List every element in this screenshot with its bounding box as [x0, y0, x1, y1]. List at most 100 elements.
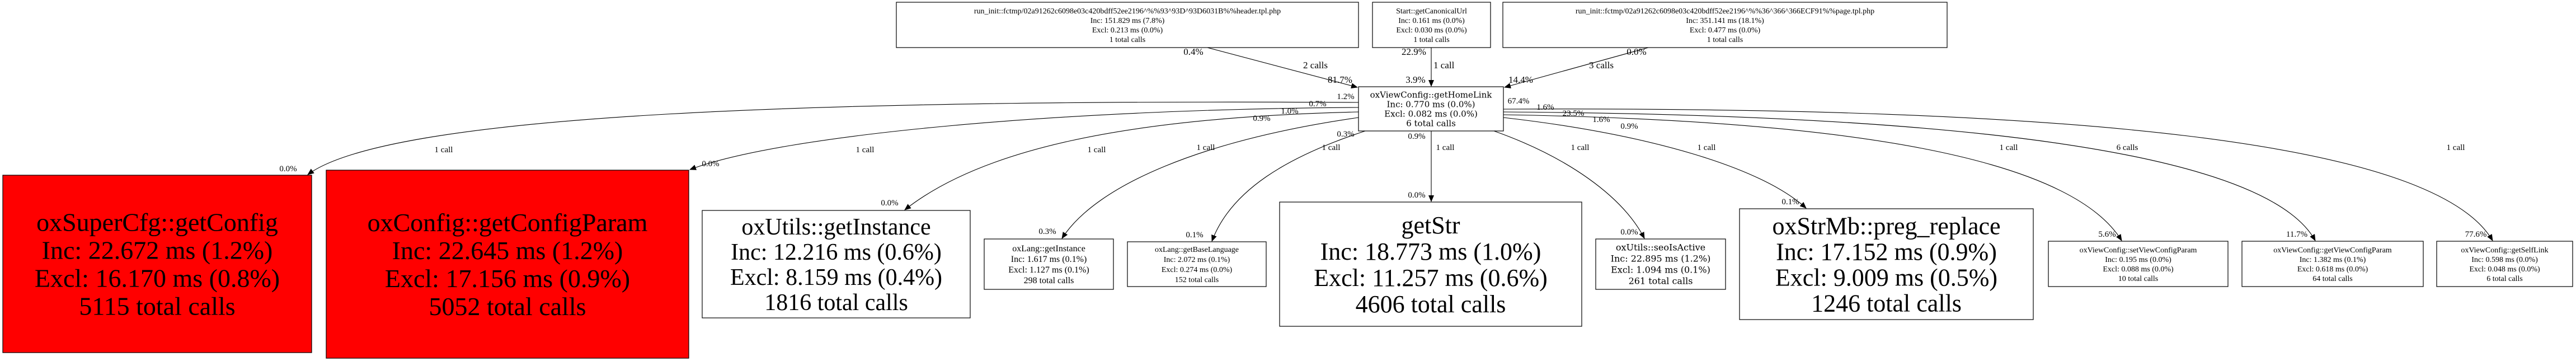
edge-call-count: 1 call	[1197, 143, 1215, 152]
edge-head-percent: 77.6%	[2465, 230, 2487, 239]
node-box	[702, 210, 971, 318]
node-box	[1502, 2, 1948, 48]
edge-homelink-to-seo	[1493, 130, 1645, 239]
node-inc: Inc: 1.617 ms (0.1%)	[1011, 255, 1087, 264]
node-box	[1279, 201, 1582, 327]
edge-arrow	[1211, 130, 1366, 242]
edge-arrow	[1503, 109, 2493, 241]
node-box	[326, 170, 689, 359]
node-name: oxViewConfig::setViewConfigParam	[2080, 246, 2197, 255]
node-box	[2, 175, 312, 353]
edge-homelink-to-supercfg	[307, 101, 1359, 175]
node-box	[2048, 241, 2229, 287]
node-inc: Inc: 12.216 ms (0.6%)	[731, 240, 942, 265]
edge-call-count: 1 call	[1698, 143, 1716, 152]
node-box	[984, 238, 1114, 290]
node-header[interactable]: run_init::fctmp/02a91262c6098e03c420bdff…	[896, 2, 1359, 48]
edge-homelink-to-utilsinst	[904, 111, 1359, 210]
edge-homelink-to-setvcp	[1503, 114, 2122, 241]
edge-arrow	[1503, 111, 2316, 241]
node-name: oxConfig::getConfigParam	[368, 208, 648, 237]
node-calls: 298 total calls	[1024, 276, 1074, 285]
edge-head-percent: 0.3%	[1038, 227, 1056, 236]
node-calls: 5052 total calls	[429, 292, 586, 321]
node-calls: 10 total calls	[2118, 275, 2159, 283]
edge-arrow	[1503, 114, 2122, 241]
edge-head-percent: 81.7%	[1328, 74, 1352, 85]
edge-head-percent: 14.4%	[1508, 74, 1533, 85]
node-calls: 6 total calls	[2486, 275, 2523, 283]
node-excl: Excl: 0.088 ms (0.0%)	[2103, 265, 2174, 274]
edge-arrow	[1504, 47, 1649, 88]
edge-head-percent: 11.7%	[2286, 230, 2307, 239]
edge-homelink-to-selflink	[1503, 109, 2493, 241]
edge-call-count: 1 call	[1433, 60, 1455, 71]
edge-tail-percent: 1.6%	[1592, 115, 1610, 124]
edge-labels-homelink-to-setvcp: 1 call 1.6% 5.6%	[1536, 103, 2116, 239]
node-name: getStr	[1401, 212, 1460, 239]
node-excl: Excl: 16.170 ms (0.8%)	[35, 264, 280, 293]
node-inc: Inc: 151.829 ms (7.8%)	[1090, 17, 1165, 25]
edge-call-count: 1 call	[1088, 146, 1106, 154]
node-excl: Excl: 0.030 ms (0.0%)	[1396, 26, 1467, 35]
node-inc: Inc: 0.161 ms (0.0%)	[1398, 17, 1465, 25]
edge-call-count: 1 call	[435, 146, 453, 154]
node-inc: Inc: 0.770 ms (0.0%)	[1386, 99, 1475, 109]
node-box	[896, 2, 1359, 48]
node-calls: 261 total calls	[1629, 276, 1693, 287]
edge-call-count: 1 call	[856, 146, 875, 154]
edge-tail-percent: 0.9%	[1620, 122, 1638, 131]
node-excl: Excl: 9.009 ms (0.5%)	[1775, 264, 1997, 291]
edge-tail-percent: 0.9%	[1408, 132, 1425, 141]
node-excl: Excl: 0.048 ms (0.0%)	[2469, 265, 2540, 274]
node-name: oxViewConfig::getHomeLink	[1370, 90, 1493, 100]
edge-call-count: 2 calls	[1303, 60, 1328, 71]
node-calls: 1816 total calls	[764, 290, 908, 316]
edge-head-percent: 5.6%	[2098, 230, 2116, 239]
node-name: oxSuperCfg::getConfig	[36, 208, 278, 237]
edge-homelink-to-baselang	[1211, 130, 1366, 242]
edge-head-percent: 0.1%	[1186, 231, 1203, 240]
edge-arrow	[1207, 47, 1358, 89]
edge-tail-percent: 1.2%	[1337, 92, 1354, 101]
edge-call-count: 1 call	[1571, 143, 1590, 152]
node-excl: Excl: 8.159 ms (0.4%)	[730, 265, 942, 290]
node-inc: Inc: 18.773 ms (1.0%)	[1320, 238, 1541, 265]
node-box	[2241, 241, 2424, 287]
edge-call-count: 1 call	[1322, 143, 1341, 152]
edge-head-percent: 0.1%	[1781, 198, 1799, 207]
node-page[interactable]: run_init::fctmp/02a91262c6098e03c420bdff…	[1502, 2, 1948, 48]
node-inc: Inc: 0.195 ms (0.0%)	[2105, 256, 2171, 264]
node-name: run_init::fctmp/02a91262c6098e03c420bdff…	[1576, 7, 1874, 16]
node-inc: Inc: 2.072 ms (0.1%)	[1164, 256, 1230, 264]
node-box	[1372, 2, 1491, 48]
node-name: oxStrMb::preg_replace	[1772, 212, 2000, 240]
edge-arrow	[1493, 130, 1645, 239]
node-name: oxLang::getInstance	[1012, 244, 1085, 254]
node-inc: Inc: 22.645 ms (1.2%)	[392, 236, 623, 265]
node-calls: 1 total calls	[1110, 36, 1146, 44]
node-excl: Excl: 0.082 ms (0.0%)	[1384, 109, 1478, 119]
